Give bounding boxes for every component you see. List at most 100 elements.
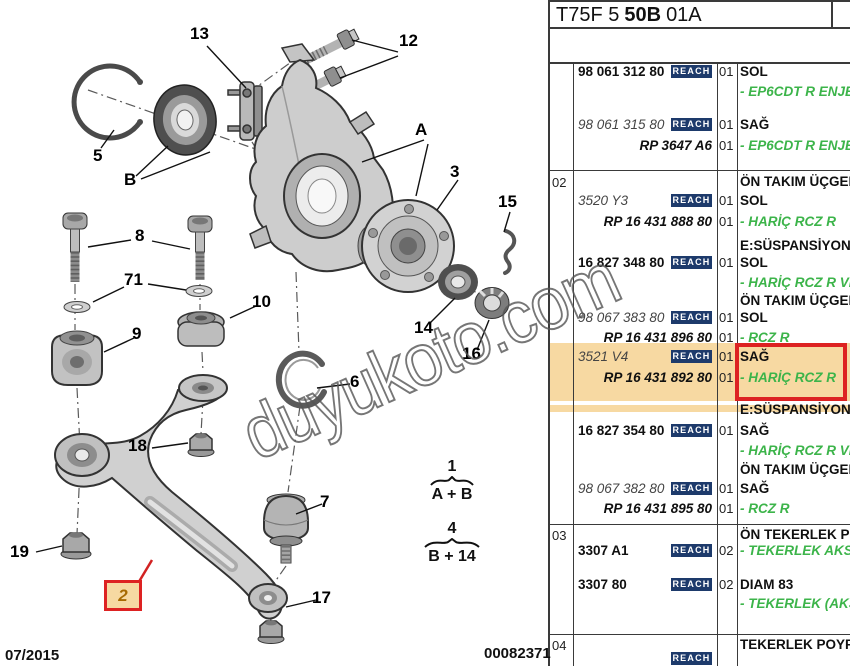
part-number: 3307 A1 xyxy=(578,543,629,558)
page-code-bold: 50B xyxy=(624,4,662,26)
rp-part-number: RP 16 431 888 80 xyxy=(603,214,712,229)
hub-nut xyxy=(474,287,510,319)
row-group-title: ÖN TEKERLEK PO xyxy=(740,527,850,542)
reach-badge[interactable]: REACH xyxy=(671,118,712,131)
front-bushing xyxy=(51,330,103,386)
row-note: - EP6CDT R ENJE xyxy=(740,84,850,99)
diagram-callout-19: 19 xyxy=(10,542,29,561)
part-number: 16 827 348 80 xyxy=(578,255,665,270)
quantity: 02 xyxy=(719,543,734,558)
rp-part-number: RP 16 431 895 80 xyxy=(603,501,712,516)
quantity: 02 xyxy=(719,577,734,592)
section-number: 04 xyxy=(552,638,567,653)
part-number: 98 067 383 80 xyxy=(578,310,665,325)
row-name: SOL xyxy=(740,64,768,79)
group-note-expr: B + 14 xyxy=(428,548,476,565)
rear-bushing xyxy=(177,311,225,347)
quantity: 01 xyxy=(719,193,734,208)
diagram-callout-3: 3 xyxy=(450,162,460,181)
group-note-expr: A + B xyxy=(431,486,473,503)
brace-icon xyxy=(424,538,480,548)
rp-quantity: 01 xyxy=(719,370,734,385)
table-left-border xyxy=(548,0,550,666)
reach-badge[interactable]: REACH xyxy=(671,578,712,591)
reach-badge[interactable]: REACH xyxy=(671,194,712,207)
row-note: - RCZ R xyxy=(740,330,790,345)
diagram-callout-10: 10 xyxy=(252,292,271,311)
steering-knuckle xyxy=(249,43,394,273)
diagram-callout-6: 6 xyxy=(350,372,360,391)
section-separator-04 xyxy=(548,634,850,635)
rp-quantity: 01 xyxy=(719,138,734,153)
rp-part-number: RP 16 431 892 80 xyxy=(603,370,712,385)
diagram-callout-B: B xyxy=(124,170,137,189)
cotter-clip xyxy=(503,229,517,275)
nut-19 xyxy=(60,532,92,560)
row-name: SAĞ xyxy=(740,423,770,438)
section-number: 03 xyxy=(552,528,567,543)
row-name: SAĞ xyxy=(740,117,770,132)
reach-badge[interactable]: REACH xyxy=(671,424,712,437)
sheet-number: 00082371 xyxy=(484,645,551,662)
group-note-number: 4 xyxy=(447,520,457,537)
ball-joint xyxy=(263,493,309,564)
section-number: 02 xyxy=(552,175,567,190)
row-name: SOL xyxy=(740,255,768,270)
rp-quantity: 01 xyxy=(719,501,734,516)
row-note: - EP6CDT R ENJE xyxy=(740,138,850,153)
reach-badge[interactable]: REACH xyxy=(671,256,712,269)
highlighted-callout-2[interactable]: 2 xyxy=(104,580,142,611)
leader-lines xyxy=(35,39,511,608)
row-group-title: ÖN TAKIM ÜÇGEN xyxy=(740,293,850,308)
quantity: 01 xyxy=(719,255,734,270)
snap-ring xyxy=(71,63,143,141)
header-separator xyxy=(548,27,850,29)
nut-17 xyxy=(257,620,285,644)
quantity: 01 xyxy=(719,423,734,438)
group-note-1: 1 A + B xyxy=(420,458,484,504)
row-note: - HARİÇ RCZ R VE xyxy=(740,275,850,290)
washers xyxy=(63,285,213,313)
row-group-title: TEKERLEK POYRA xyxy=(740,637,850,652)
bracket xyxy=(227,81,263,141)
reach-badge[interactable]: REACH xyxy=(671,482,712,495)
row-group-title: E:SÜSPANSİYON xyxy=(740,238,850,253)
row-name: SAĞ xyxy=(740,349,770,364)
part-number: 3521 V4 xyxy=(578,349,629,364)
section-separator-03 xyxy=(548,524,850,525)
table-band-separator xyxy=(548,62,850,64)
rp-part-number: RP 16 431 896 80 xyxy=(603,330,712,345)
diagram-callout-A: A xyxy=(415,120,428,139)
section-separator-02 xyxy=(548,170,850,171)
row-note: - HARİÇ RCZ R xyxy=(740,370,836,385)
reach-badge[interactable]: REACH xyxy=(671,544,712,557)
brace-icon xyxy=(430,476,474,486)
quantity: 01 xyxy=(719,64,734,79)
quantity: 01 xyxy=(719,310,734,325)
exploded-diagram xyxy=(35,28,517,644)
column-line-qty xyxy=(717,62,718,666)
reach-badge[interactable]: REACH xyxy=(671,350,712,363)
retaining-collar xyxy=(275,350,327,409)
reach-badge[interactable]: REACH xyxy=(671,65,712,78)
row-note: - RCZ R xyxy=(740,501,790,516)
reach-badge[interactable]: REACH xyxy=(671,652,712,665)
rp-quantity: 01 xyxy=(719,330,734,345)
rp-part-number: RP 3647 A6 xyxy=(639,138,712,153)
table-top-border xyxy=(548,0,850,2)
reach-badge[interactable]: REACH xyxy=(671,311,712,324)
page-code-suffix: 01A xyxy=(666,4,702,26)
quantity: 01 xyxy=(719,349,734,364)
row-name: DIAM 83 xyxy=(740,577,794,592)
row-name: SOL xyxy=(740,310,768,325)
page-code-prefix: T75F 5 xyxy=(556,4,620,26)
diagram-callout-7: 7 xyxy=(320,492,330,511)
diagram-callout-8: 8 xyxy=(135,226,145,245)
part-number: 98 061 312 80 xyxy=(578,64,665,79)
part-number: 3520 Y3 xyxy=(578,193,629,208)
diagram-callout-12: 12 xyxy=(399,31,418,50)
column-line-section xyxy=(573,62,574,666)
part-number: 16 827 354 80 xyxy=(578,423,665,438)
